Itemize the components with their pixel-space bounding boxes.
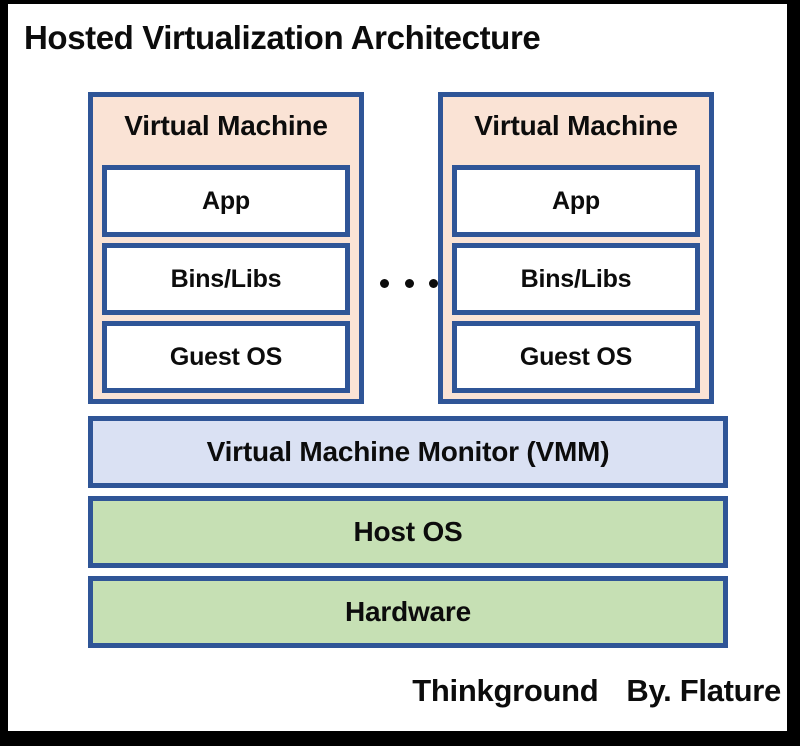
vm1-layer-guest-os-label: Guest OS	[169, 342, 283, 371]
ellipsis-icon	[380, 276, 438, 290]
vm2-layer-app-label: App	[552, 186, 600, 215]
vm1-layer-bins-libs-label: Bins/Libs	[170, 264, 282, 293]
footer: Thinkground By. Flature	[412, 673, 781, 709]
vm1-layer-bins-libs: Bins/Libs	[102, 243, 350, 315]
vm1-layer-guest-os: Guest OS	[102, 321, 350, 393]
vm2-layer-guest-os: Guest OS	[452, 321, 700, 393]
virtual-machine-box-2: Virtual Machine App Bins/Libs Guest OS	[438, 92, 714, 404]
vm2-layer-guest-os-label: Guest OS	[519, 342, 633, 371]
virtual-machine-box-1: Virtual Machine App Bins/Libs Guest OS	[88, 92, 364, 404]
vm1-layer-app-label: App	[202, 186, 250, 215]
ellipsis-dot	[429, 278, 438, 288]
virtual-machine-title: Virtual Machine	[474, 110, 678, 141]
footer-author: By. Flature	[626, 673, 781, 708]
diagram-canvas: Hosted Virtualization Architecture Virtu…	[8, 4, 787, 731]
virtual-machine-title: Virtual Machine	[124, 110, 328, 141]
stack-bar-host-os: Host OS	[88, 496, 728, 568]
stack-bar-hardware-label: Hardware	[344, 596, 471, 627]
vm2-layer-app: App	[452, 165, 700, 237]
vm2-layer-bins-libs-label: Bins/Libs	[520, 264, 632, 293]
footer-brand: Thinkground	[412, 673, 599, 708]
vm2-layer-bins-libs: Bins/Libs	[452, 243, 700, 315]
vm1-layer-app: App	[102, 165, 350, 237]
stack-bar-hardware: Hardware	[88, 576, 728, 648]
page-title: Hosted Virtualization Architecture	[24, 19, 541, 56]
stack-bar-vmm: Virtual Machine Monitor (VMM)	[88, 416, 728, 488]
ellipsis-dot	[404, 278, 414, 288]
stack-bar-host-os-label: Host OS	[353, 516, 463, 547]
stack-bar-vmm-label: Virtual Machine Monitor (VMM)	[206, 436, 610, 467]
ellipsis-dot	[380, 278, 389, 288]
